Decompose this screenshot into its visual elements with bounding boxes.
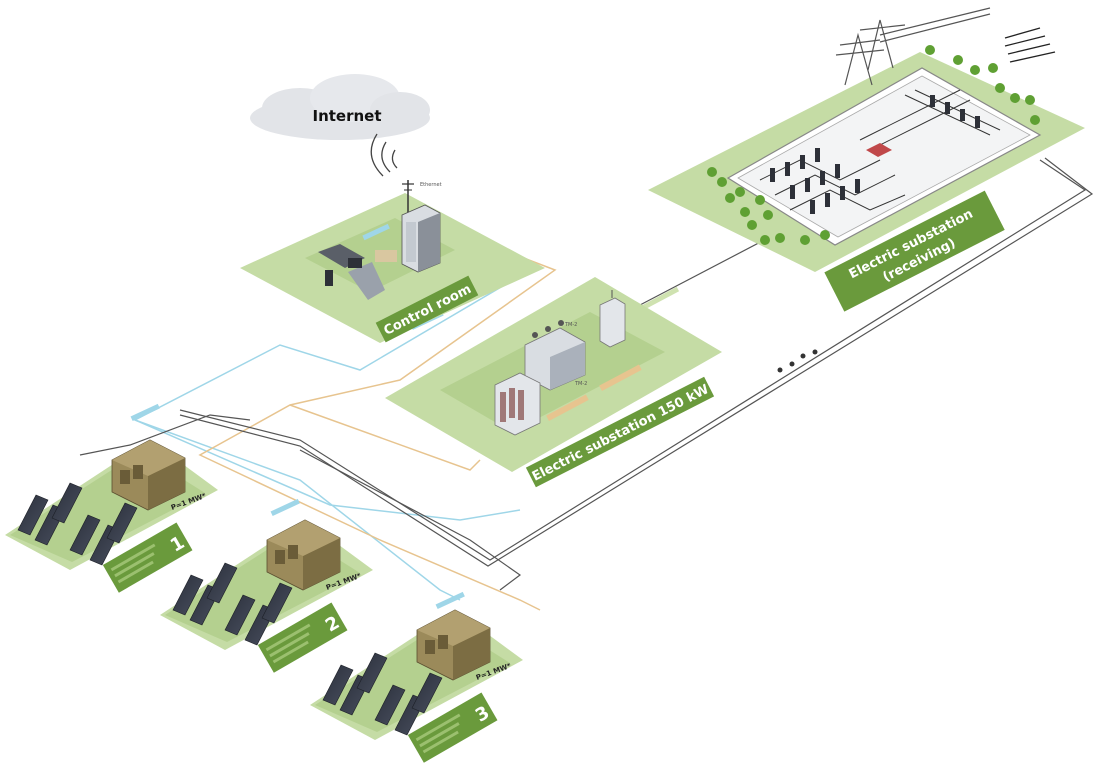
container-icon [111, 439, 186, 511]
metering-cabinet-icon [599, 290, 626, 348]
svg-text:TM-2: TM-2 [564, 322, 577, 328]
hv-cable-1 [179, 159, 1087, 561]
solar-panel-icon [322, 652, 443, 736]
switchyard-equipment [759, 89, 1001, 211]
hv-cable-2 [179, 157, 1094, 567]
control-building-icon [866, 143, 892, 157]
tree-icon [707, 45, 1040, 245]
hv-cable-5 [79, 414, 251, 456]
container-icon [416, 609, 491, 681]
solar-panel-icon [172, 562, 293, 646]
station-number-badge: 3 [407, 692, 498, 763]
station-number-badge: 1 [102, 522, 193, 593]
power-cable-tan [198, 221, 557, 611]
transformer-icon: TM-2 TM-2 [524, 320, 587, 391]
hv-line-tags [1004, 27, 1056, 63]
antenna-icon: Ethernet [402, 180, 442, 214]
switchyard-units [770, 95, 980, 214]
station-1: P=1 MW*1 [5, 439, 218, 593]
power-cable-tan-2 [289, 404, 481, 471]
power-pylon-icon [835, 7, 991, 86]
hv-cable-3 [299, 449, 522, 591]
cloud-label: Internet [312, 107, 381, 125]
generation-stations: P=1 MW*1P=1 MW*2P=1 MW*3 [5, 439, 523, 763]
cloud-icon: Internet [250, 74, 430, 140]
wifi-signal-icon [370, 133, 398, 177]
station-3: P=1 MW*3 [310, 609, 523, 763]
station-2: P=1 MW*2 [160, 519, 373, 673]
workstation-icon [318, 223, 397, 300]
svg-text:Ethernet: Ethernet [420, 182, 442, 188]
switchgear-icon [494, 372, 541, 436]
solar-panel-icon [17, 482, 138, 566]
control-room: Ethernet Control room [240, 180, 545, 343]
container-icon [266, 519, 341, 591]
station-number-badge: 2 [257, 602, 348, 673]
svg-text:TM-2: TM-2 [574, 381, 587, 387]
substation-receiving: Electric substation (receiving) [648, 7, 1085, 312]
server-rack-icon [401, 204, 441, 273]
